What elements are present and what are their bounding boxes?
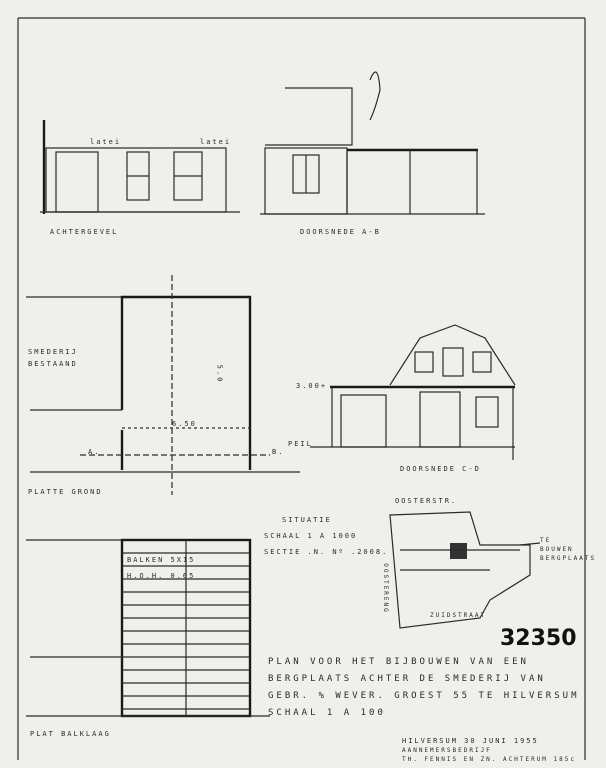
platte-grond-plan	[26, 275, 300, 495]
title-line-1: PLAN VOOR HET BIJBOUWEN VAN EEN	[268, 657, 529, 667]
latei-label-2: latei	[200, 138, 232, 146]
beam-spec: BALKEN 5X15	[127, 556, 196, 564]
beam-spacing: H.O.H. 0.65	[127, 572, 196, 580]
smederij-label-1: SMEDERIJ	[28, 348, 78, 356]
title-line-3: GEBR. % WEVER. GROEST 55 TE HILVERSUM	[268, 691, 580, 701]
label-plat-balklaag: PLAT BALKLAAG	[30, 730, 111, 738]
achtergevel-elevation	[40, 120, 240, 214]
situatie-scale: SCHAAL 1 A 1000	[264, 532, 358, 540]
build-label: TE BOUWEN BERGPLAATS	[540, 537, 597, 562]
section-marker-b: B.	[272, 448, 285, 456]
title-address: TH. FENNIS EN ZN. ACHTERUM 185c	[402, 756, 576, 763]
doorsnede-cd-section	[310, 324, 516, 460]
signature	[369, 71, 381, 121]
title-line-2: BERGPLAATS ACHTER DE SMEDERIJ VAN	[268, 674, 546, 684]
smederij-label-2: BESTAAND	[28, 360, 78, 368]
plat-balklaag-plan	[26, 538, 270, 718]
title-firm: AANNEMERSBEDRIJF	[402, 747, 492, 754]
dim-depth: 5.0	[215, 364, 224, 384]
doorsnede-ab-section	[260, 87, 485, 215]
street-top: OOSTERSTR.	[395, 497, 458, 505]
section-marker-a: A.	[88, 448, 101, 456]
situatie-site-plan	[389, 511, 541, 629]
level-top: 3.00+	[296, 382, 328, 390]
level-peil: PEIL	[288, 440, 313, 448]
situatie-title: SITUATIE	[282, 516, 332, 524]
street-side: OOSTERENG	[381, 563, 389, 614]
label-achtergevel: ACHTERGEVEL	[50, 228, 119, 236]
street-bottom: ZUIDSTRAAT	[430, 612, 487, 619]
latei-label-1: latei	[90, 138, 122, 146]
dim-width: 6.50	[172, 420, 197, 428]
label-platte-grond: PLATTE GROND	[28, 488, 103, 496]
title-line-4: SCHAAL 1 A 100	[268, 708, 386, 718]
label-doorsnede-ab: DOORSNEDE A-B	[300, 228, 381, 236]
label-doorsnede-cd: DOORSNEDE C-D	[400, 465, 481, 473]
title-date: HILVERSUM 30 JUNI 1955	[402, 737, 539, 745]
drawing-number: 32350	[500, 626, 577, 651]
situatie-section: SECTIE .N. Nº .2008.	[264, 548, 389, 556]
